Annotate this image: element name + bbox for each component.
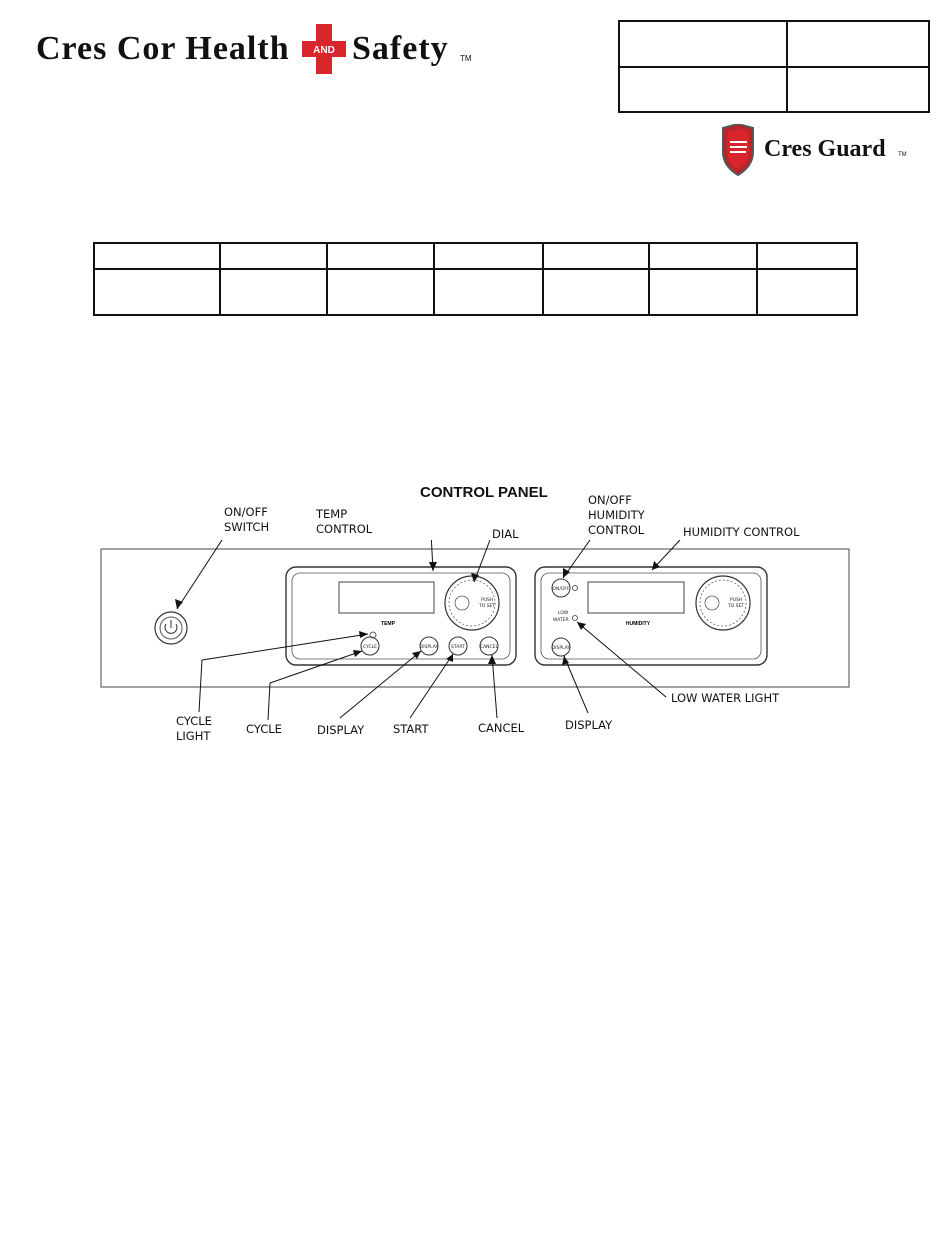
cancel-button: CANCEL [479,636,499,656]
humidity-on-light-icon [572,585,578,591]
model-info-table [93,242,858,316]
brand-logo: Cres Cor Health AND Safety TM [36,24,486,74]
svg-text:START: START [451,644,465,650]
onoff-humidity-button: ON/OFF [551,578,571,598]
table-cell [648,242,758,270]
table-cell [433,242,544,270]
humidity-panel-label: HUMIDITY [626,621,651,627]
red-cross-icon: AND [302,24,346,74]
cres-guard-tm: TM [898,152,907,158]
label-low-water-light: LOW WATER LIGHT [671,691,780,705]
svg-text:DISPLAY: DISPLAY [420,644,439,650]
svg-text:ON/OFF: ON/OFF [552,586,570,592]
table-cell [786,20,930,68]
table-cell [326,242,435,270]
brand-tm: TM [460,54,472,63]
svg-text:PUSH: PUSH [730,597,742,603]
shield-icon [722,124,754,176]
table-cell [326,268,435,316]
cycle-button: CYCLE [360,636,380,656]
humidity-dial-icon: PUSH TO SET [695,575,751,631]
label-display-temp: DISPLAY [317,723,365,737]
table-cell [542,268,650,316]
label-humidity-control: HUMIDITY CONTROL [683,525,800,539]
label-display-humidity: DISPLAY [565,718,613,732]
svg-text:TO SET: TO SET [478,603,495,609]
temp-dial-icon: PUSH TO SET [444,575,500,631]
svg-text:CYCLE: CYCLE [363,644,377,650]
svg-text:PUSH: PUSH [481,597,493,603]
table-cell [618,20,788,68]
table-cell [756,242,858,270]
table-cell [93,268,221,316]
label-cancel: CANCEL [478,721,525,735]
table-cell [786,65,930,113]
label-cycle: CYCLE [246,722,282,736]
power-switch-icon [154,611,188,645]
table-cell [433,268,544,316]
diagram-title: CONTROL PANEL [420,484,548,501]
table-cell [756,268,858,316]
temp-control-module: TEMP PUSH TO SET CYCLE DISPLAY START CAN… [285,566,517,666]
brand-and: AND [313,45,335,56]
table-cell [542,242,650,270]
low-water-light-icon [572,615,578,621]
document-info-table [618,20,930,113]
cres-guard-logo: Cres Guard TM [720,124,920,176]
control-panel-diagram: TEMP PUSH TO SET CYCLE DISPLAY START CAN… [100,540,850,721]
brand-name-left: Cres Cor Health [36,30,290,67]
display-humidity-button: DISPLAY [551,637,571,657]
cres-guard-text: Cres Guard [764,136,886,162]
display-button: DISPLAY [419,636,439,656]
svg-text:WATER: WATER [553,617,569,623]
table-cell [618,65,788,113]
table-cell [219,242,328,270]
arrowheads [175,561,660,665]
svg-text:TO SET: TO SET [727,603,744,609]
table-cell [648,268,758,316]
temp-panel-label: TEMP [381,621,396,627]
table-cell [219,268,328,316]
start-button: START [448,636,468,656]
label-dial: DIAL [492,527,519,541]
svg-text:LOW: LOW [558,610,569,616]
svg-text:DISPLAY: DISPLAY [552,645,571,651]
table-cell [93,242,221,270]
brand-name-right: Safety [352,30,449,67]
svg-text:CANCEL: CANCEL [480,644,499,650]
humidity-control-module: HUMIDITY PUSH TO SET ON/OFF LOW WATER DI… [534,566,768,666]
label-start: START [393,722,429,736]
